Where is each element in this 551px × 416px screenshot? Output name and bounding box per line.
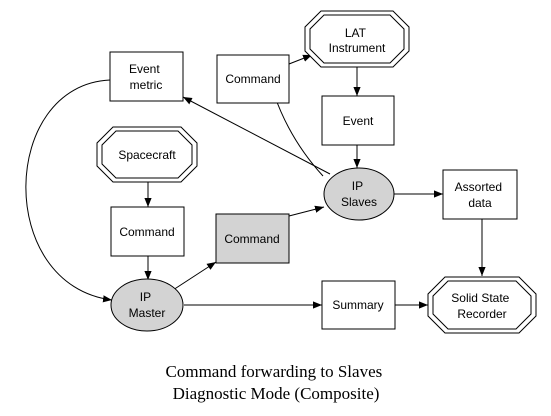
label-line-2: Master xyxy=(129,306,166,320)
label-line-1: Assorted xyxy=(455,180,502,194)
caption-line-1: Command forwarding to Slaves xyxy=(166,362,383,381)
node-assorted-data: Assorted data xyxy=(442,169,518,220)
label-line-1: LAT xyxy=(345,26,367,40)
node-label: Command xyxy=(224,232,279,246)
node-ip-slaves: IP Slaves xyxy=(323,167,395,221)
label-line-2: metric xyxy=(130,78,163,92)
node-label: Assorted data xyxy=(455,180,506,210)
node-command-top: Command xyxy=(216,54,290,104)
caption-line-2: Diagnostic Mode (Composite) xyxy=(173,384,380,403)
edge-command-to-lat xyxy=(288,54,313,65)
edge-command-to-slaves xyxy=(288,205,325,217)
node-command-left: Command xyxy=(110,206,185,257)
node-lat-instrument: LAT Instrument xyxy=(304,10,410,68)
node-label: Solid State Recorder xyxy=(451,291,512,321)
node-label: Command xyxy=(119,225,174,239)
node-label: Summary xyxy=(332,298,383,312)
label-line-2: Slaves xyxy=(341,195,377,209)
edge-slaves-to-command xyxy=(273,93,324,177)
node-summary: Summary xyxy=(321,280,396,330)
node-label: Spacecraft xyxy=(118,148,176,162)
diagram-caption: Command forwarding to Slaves Diagnostic … xyxy=(166,362,387,403)
node-solid-state-recorder: Solid State Recorder xyxy=(427,276,537,334)
node-ip-master: IP Master xyxy=(110,278,184,332)
node-event-metric: Event metric xyxy=(109,51,184,102)
node-label: Command xyxy=(225,72,280,86)
node-spacecraft: Spacecraft xyxy=(96,126,198,183)
node-label: Event xyxy=(343,114,374,128)
label-line-2: Recorder xyxy=(457,307,506,321)
label-line-1: Event xyxy=(129,62,160,76)
edge-master-to-command xyxy=(172,261,217,291)
node-label: IP Master xyxy=(129,290,166,320)
edge-slaves-to-event-metric xyxy=(182,96,331,175)
node-label: LAT Instrument xyxy=(329,26,386,55)
label-line-1: IP xyxy=(352,179,363,193)
label-line-2: data xyxy=(468,196,492,210)
label-line-1: IP xyxy=(140,290,151,304)
node-command-highlight: Command xyxy=(215,213,290,264)
label-line-2: Instrument xyxy=(329,41,386,55)
label-line-1: Solid State xyxy=(451,291,509,305)
node-event: Event xyxy=(321,95,395,146)
edge-event-metric-to-master xyxy=(25,79,113,303)
node-label: Event metric xyxy=(129,62,163,92)
edges xyxy=(25,54,486,309)
node-label: IP Slaves xyxy=(341,179,377,209)
